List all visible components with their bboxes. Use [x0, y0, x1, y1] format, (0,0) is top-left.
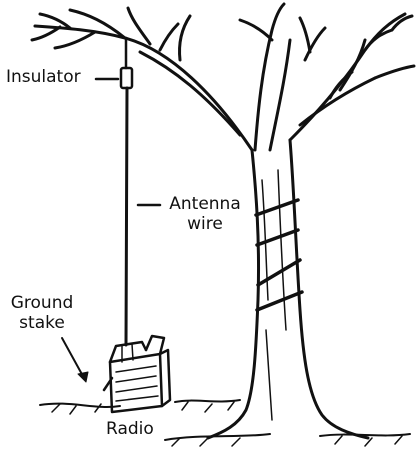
antenna-wire-label-line2: wire [158, 215, 252, 235]
tree-crown [240, 4, 414, 150]
antenna-wire-label-line1: Antenna [158, 195, 252, 215]
ground-stake-arrow [62, 338, 84, 378]
tree-trunk [208, 140, 368, 438]
ground-stake-arrow-head [78, 372, 88, 382]
radio-label: Radio [106, 420, 154, 440]
ground-stake-label: Ground stake [2, 294, 82, 333]
ground-stake-label-line2: stake [2, 314, 82, 334]
insulator-icon [121, 68, 132, 88]
antenna-wire-label: Antenna wire [158, 195, 252, 234]
ground-stake-label-line1: Ground [2, 294, 82, 314]
radio-icon [110, 336, 170, 412]
insulator-label: Insulator [6, 68, 81, 88]
antenna-wire [126, 38, 127, 345]
ground [40, 400, 410, 446]
